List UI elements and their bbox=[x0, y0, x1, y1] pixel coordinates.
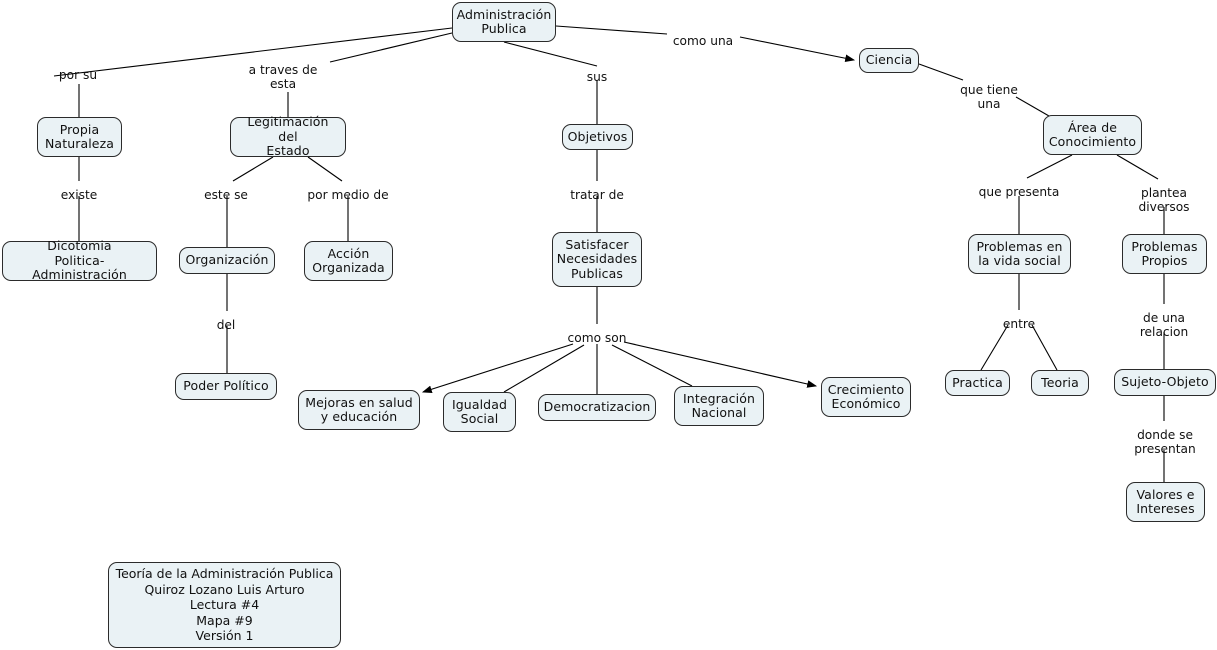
edge-como_son-to-igualdad bbox=[503, 344, 585, 393]
edge-area-to-plantea bbox=[1116, 154, 1159, 180]
node-objetivos[interactable]: Objetivos bbox=[562, 124, 633, 150]
edge-label-plantea_diversos: plantea diversos bbox=[1138, 186, 1190, 214]
edge-label-este_se: este se bbox=[204, 188, 248, 202]
node-practica[interactable]: Practica bbox=[945, 370, 1010, 396]
edge-como_una-to-ciencia bbox=[739, 36, 856, 63]
edge-legitimacion-to-por_medio bbox=[307, 156, 343, 182]
node-sujeto_objeto[interactable]: Sujeto-Objeto bbox=[1114, 369, 1216, 396]
edge-label-tratar_de: tratar de bbox=[570, 188, 624, 202]
node-problemas_propios[interactable]: Problemas Propios bbox=[1122, 234, 1207, 274]
edge-como_son-to-integracion bbox=[611, 344, 693, 387]
edge-label-por_su: por su bbox=[58, 68, 98, 82]
node-propia_naturaleza[interactable]: Propia Naturaleza bbox=[37, 117, 122, 157]
legend-box: Teoría de la Administración Publica Quir… bbox=[108, 562, 341, 648]
node-dicotomia[interactable]: Dicotomia Politica-Administración bbox=[2, 239, 157, 282]
edge-legitimacion-to-este_se bbox=[232, 156, 274, 182]
node-teoria[interactable]: Teoria bbox=[1031, 370, 1089, 396]
edge-label-de_una_relacion: de una relacion bbox=[1139, 311, 1189, 339]
edge-label-que_tiene_una: que tiene una bbox=[960, 83, 1018, 111]
edge-label-sus: sus bbox=[586, 70, 608, 84]
edge-ciencia-to-que_tiene bbox=[918, 63, 964, 81]
node-crecimiento[interactable]: Crecimiento Económico bbox=[821, 377, 911, 417]
node-valores[interactable]: Valores e Intereses bbox=[1126, 482, 1205, 522]
edge-label-que_presenta: que presenta bbox=[978, 185, 1060, 199]
node-ciencia[interactable]: Ciencia bbox=[859, 48, 919, 73]
edge-que_tiene-to-area bbox=[1015, 96, 1050, 117]
edge-label-existe: existe bbox=[60, 188, 98, 202]
edge-label-como_son: como son bbox=[567, 331, 627, 345]
edge-group bbox=[53, 25, 1165, 482]
edge-admin-to-sus bbox=[503, 41, 598, 67]
edge-como_son-to-mejoras bbox=[421, 343, 574, 393]
node-admin_publica[interactable]: Administración Publica bbox=[452, 2, 556, 42]
node-mejoras_salud[interactable]: Mejoras en salud y educación bbox=[298, 390, 420, 430]
node-democratizacion[interactable]: Democratizacion bbox=[538, 394, 656, 421]
node-area_conocimiento[interactable]: Área de Conocimiento bbox=[1043, 115, 1142, 155]
node-igualdad_social[interactable]: Igualdad Social bbox=[443, 392, 516, 432]
edge-label-entre: entre bbox=[1002, 317, 1036, 331]
node-accion_organizada[interactable]: Acción Organizada bbox=[304, 241, 393, 281]
node-poder_politico[interactable]: Poder Político bbox=[175, 373, 277, 400]
node-satisfacer[interactable]: Satisfacer Necesidades Publicas bbox=[552, 232, 642, 287]
edge-label-como_una: como una bbox=[672, 34, 734, 48]
edge-label-donde_se_presentan: donde se presentan bbox=[1134, 428, 1196, 456]
edge-label-a_traves_de_esta: a traves de esta bbox=[248, 63, 318, 91]
node-legitimacion[interactable]: Legitimación del Estado bbox=[230, 115, 346, 158]
edge-label-del: del bbox=[216, 318, 236, 332]
edge-admin-to-como_una bbox=[555, 25, 668, 35]
edge-entre-to-teoria bbox=[1031, 324, 1058, 371]
node-organizacion[interactable]: Organización bbox=[179, 247, 275, 274]
edge-area-to-que_presenta bbox=[1026, 154, 1073, 179]
edge-entre-to-practica bbox=[980, 324, 1009, 371]
edge-admin-to-por_su bbox=[53, 27, 453, 77]
edge-admin-to-a_traves bbox=[329, 32, 453, 63]
node-integracion[interactable]: Integración Nacional bbox=[674, 386, 764, 426]
edge-como_son-to-crecimiento bbox=[623, 341, 818, 388]
node-problemas_social[interactable]: Problemas en la vida social bbox=[968, 234, 1071, 274]
edge-label-por_medio_de: por medio de bbox=[307, 188, 389, 202]
